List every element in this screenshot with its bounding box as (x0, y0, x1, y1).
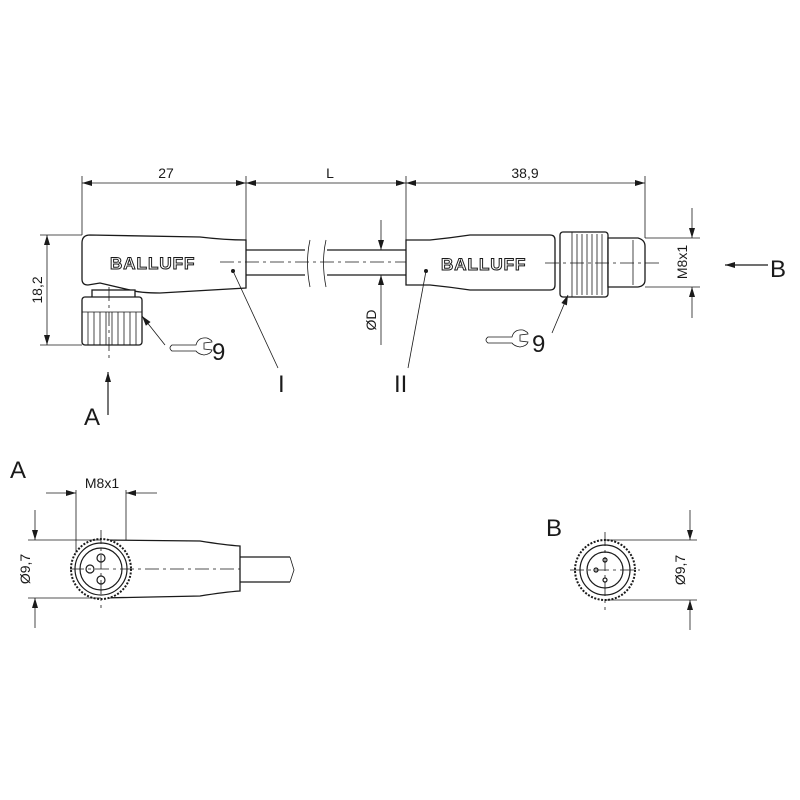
break-mark (323, 239, 327, 288)
break-mark (307, 239, 311, 288)
view-arrow-b: B (725, 256, 786, 283)
brand-logo: BALLUFF (441, 255, 526, 274)
wrench-size-right: 9 (532, 331, 545, 358)
view-a: A M8x1 Ø9,7 (10, 457, 295, 628)
callout-I: I (278, 371, 285, 398)
brand-logo: BALLUFF (110, 254, 195, 273)
dim-label-18-2: 18,2 (29, 276, 45, 303)
connector-angled-female: BALLUFF (81, 234, 247, 360)
view-b-title: B (546, 515, 562, 542)
view-arrow-a: A (84, 372, 111, 431)
wrench-icon (169, 337, 213, 356)
dim-label-view-a-diameter: Ø9,7 (17, 554, 33, 585)
dim-label-38-9: 38,9 (511, 165, 538, 181)
top-dimensions: 27 L 38,9 (81, 165, 646, 240)
dim-label-L: L (326, 165, 334, 181)
callout-II: II (394, 371, 407, 398)
dim-label-view-a-M8x1: M8x1 (85, 475, 119, 491)
dim-height: 18,2 (29, 234, 82, 346)
wrench-size-left: 9 (212, 339, 225, 366)
view-b-label: B (770, 256, 786, 283)
dim-cable-diameter: ØD (363, 220, 384, 345)
dim-thread-right: M8x1 (645, 208, 700, 318)
dim-label-D: ØD (363, 310, 379, 331)
cable (246, 239, 406, 288)
dim-label-M8x1: M8x1 (674, 245, 690, 279)
view-a-label: A (84, 404, 100, 431)
dim-label-view-b-diameter: Ø9,7 (672, 555, 688, 586)
knurling (576, 234, 603, 295)
view-b: B Ø9,7 (546, 510, 697, 630)
dim-label-27: 27 (158, 165, 174, 181)
wrench-icon (485, 329, 529, 348)
connector-straight-male: BALLUFF (405, 231, 660, 298)
knurling (87, 312, 137, 345)
view-a-title: A (10, 457, 26, 484)
